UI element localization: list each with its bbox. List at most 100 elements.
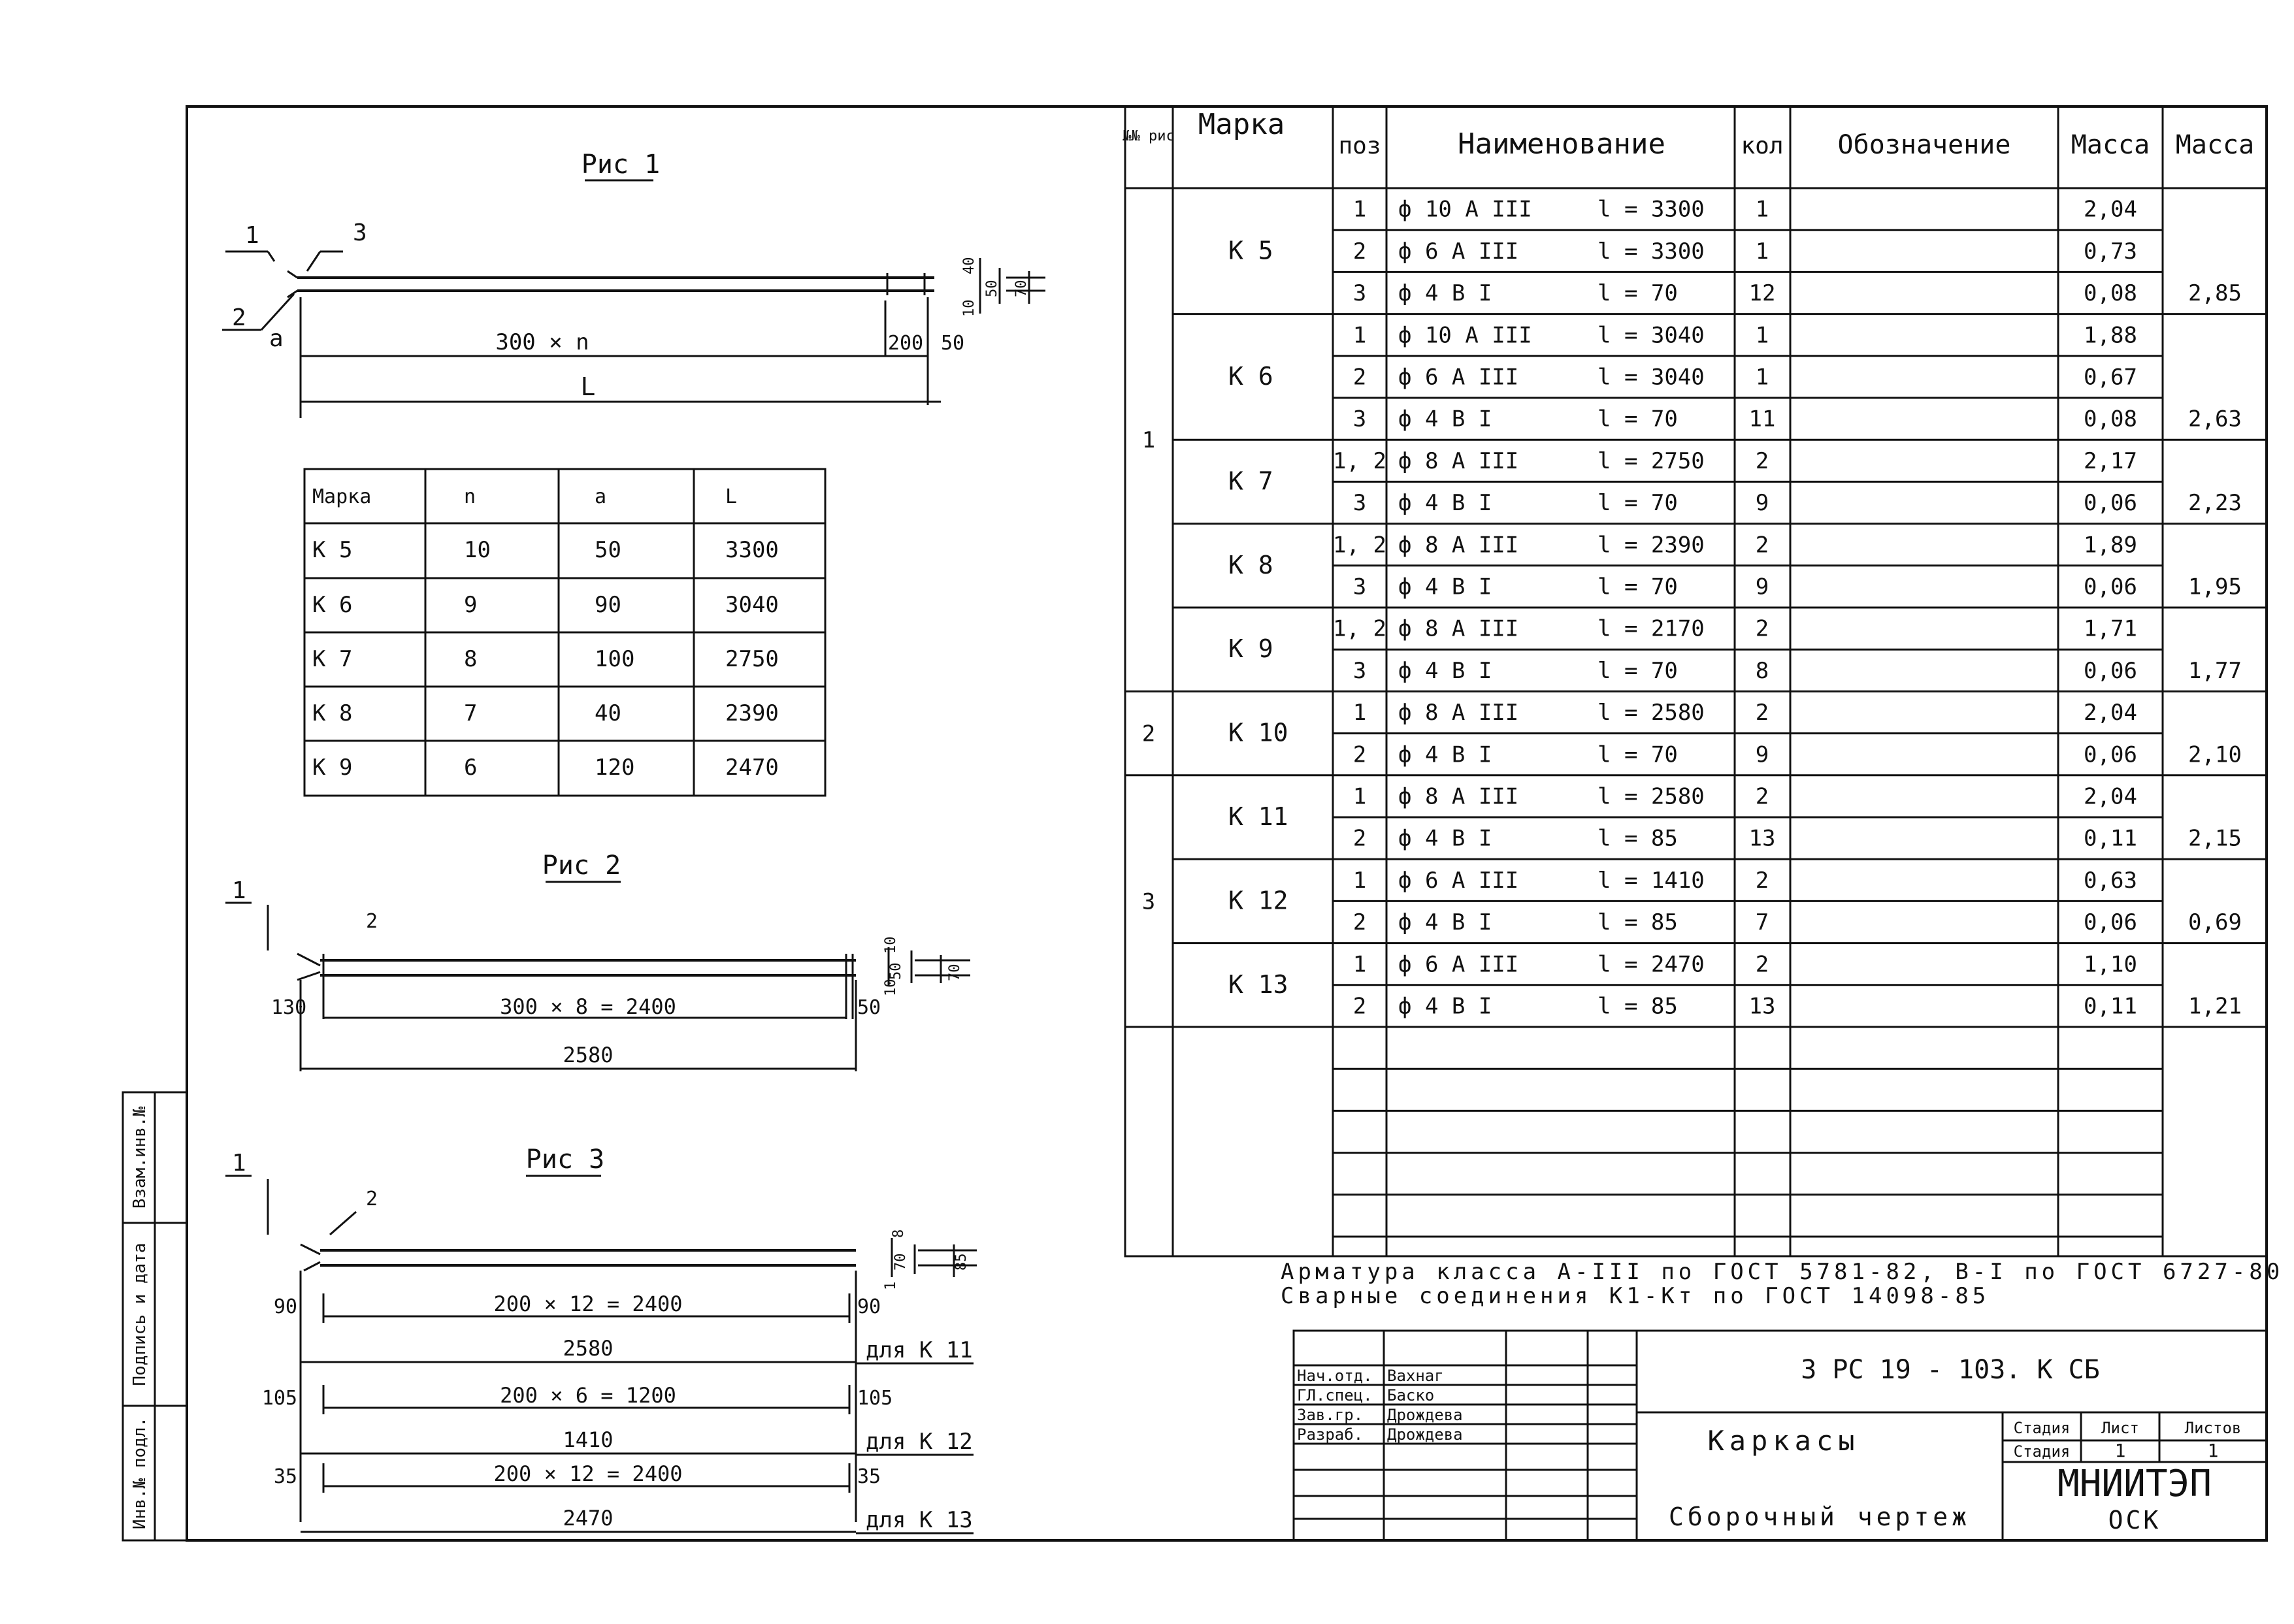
spec-pos: 2 — [1353, 364, 1366, 390]
spec-header-qty: кол — [1741, 133, 1783, 159]
spec-length: l = 2390 — [1598, 532, 1705, 558]
spec-mass: 1,88 — [2084, 322, 2137, 348]
spec-bar: ф 6 А III — [1398, 364, 1518, 390]
spec-length: l = 2750 — [1598, 448, 1705, 474]
spec-length: l = 2470 — [1598, 951, 1705, 977]
spec-mass: 2,04 — [2084, 700, 2137, 726]
spec-mass: 1,10 — [2084, 951, 2137, 977]
spec-group-mass: 2,63 — [2188, 406, 2242, 432]
tb-sheet: 1 — [2115, 1440, 2126, 1461]
spec-qty: 13 — [1749, 826, 1776, 852]
spec-figure-number: 2 — [1142, 721, 1155, 747]
fig3-title: Рис 3 — [526, 1145, 604, 1175]
spec-header-mass2: Масса — [2176, 130, 2254, 160]
spec-header-mass1: Масса — [2071, 130, 2150, 160]
mark-table-cell: 50 — [595, 537, 621, 563]
tb-name: Вахнаг — [1387, 1367, 1444, 1385]
spec-group-mass: 1,77 — [2188, 658, 2242, 684]
title-block: Нач.отд.ВахнагГЛ.спец.БаскоЗав.гр.Дрожде… — [1292, 1329, 2268, 1542]
mark-table-cell: К 5 — [312, 537, 352, 563]
spec-bar: ф 4 В I — [1398, 490, 1492, 516]
spec-bar: ф 4 В I — [1398, 574, 1492, 600]
spec-group-mass: 1,21 — [2188, 993, 2242, 1019]
figure-2: Рис 2 1 2 130 300 × 8 = 2400 50 2580 10 … — [225, 851, 970, 1071]
tb-org-line2: ОСК — [2108, 1506, 2161, 1535]
spec-bar: ф 4 В I — [1398, 909, 1492, 935]
spec-length: l = 70 — [1598, 490, 1678, 516]
spec-qty: 2 — [1756, 951, 1769, 977]
fig1-side-50: 50 — [984, 280, 1000, 298]
fig3-dim-right: 35 — [857, 1465, 881, 1488]
spec-pos: 2 — [1353, 741, 1366, 768]
spec-length: l = 70 — [1598, 280, 1678, 306]
mark-table-cell: 6 — [464, 755, 477, 781]
spec-mark: К 12 — [1228, 886, 1288, 915]
spec-header-fig: №№ рис — [1122, 128, 1174, 144]
spec-bar: ф 4 В I — [1398, 658, 1492, 684]
fig1-side-40: 40 — [961, 257, 977, 275]
tb-code: 3 РС 19 - 103. К СБ — [1801, 1355, 2100, 1385]
spec-pos: 1 — [1353, 951, 1366, 977]
tb-title: Каркасы — [1707, 1425, 1860, 1457]
fig3-dim-span: 200 × 12 = 2400 — [494, 1461, 683, 1486]
spec-pos: 1, 2 — [1333, 448, 1386, 474]
tb-name: Дрождева — [1387, 1406, 1463, 1424]
figure-1: Рис 1 1 2 3 a 300 × n 200 50 L — [222, 150, 1045, 418]
spec-length: l = 85 — [1598, 909, 1678, 935]
spec-qty: 9 — [1756, 574, 1769, 600]
spec-qty: 2 — [1756, 783, 1769, 809]
spec-mass: 0,06 — [2084, 741, 2137, 768]
spec-length: l = 70 — [1598, 574, 1678, 600]
sheet-frame — [186, 105, 2268, 1542]
mark-table-cell: 2470 — [725, 755, 779, 781]
tb-stage-label: Стадия — [2014, 1419, 2071, 1437]
spec-pos: 3 — [1353, 280, 1366, 306]
spec-pos: 3 — [1353, 574, 1366, 600]
spec-bar: ф 8 А III — [1398, 448, 1518, 474]
spec-bar: ф 4 В I — [1398, 826, 1492, 852]
fig3-side-a: 8 — [891, 1229, 907, 1238]
fig2-side-d: 70 — [947, 964, 963, 982]
mark-table-header: L — [725, 485, 737, 508]
fig2-side-c: 10 — [883, 979, 899, 997]
fig3-leader-2: 2 — [366, 1188, 378, 1210]
note-line-2: Сварные соединения К1-Кт по ГОСТ 14098-8… — [1281, 1283, 1990, 1309]
mark-table-cell: 7 — [464, 700, 477, 726]
fig1-leader-3: 3 — [353, 219, 367, 246]
mark-table-cell: 100 — [595, 646, 634, 672]
mark-table-header: Марка — [312, 485, 371, 508]
fig2-dim-total: 2580 — [563, 1043, 613, 1067]
fig3-dim-left: 35 — [274, 1465, 297, 1488]
spec-length: l = 1410 — [1598, 868, 1705, 894]
tb-subtitle: Сборочный чертеж — [1669, 1502, 1971, 1531]
spec-mass: 0,08 — [2084, 280, 2137, 306]
fig3-dim-left: 90 — [274, 1295, 297, 1318]
spec-header-designation: Обозначение — [1838, 130, 2011, 160]
side-stamp: Инв.№ подл. Подпись и дата Взам.инв.№ — [122, 1091, 188, 1542]
fig2-side-a: 10 — [883, 937, 899, 954]
spec-bar: ф 10 А III — [1398, 197, 1532, 223]
spec-pos: 1, 2 — [1333, 532, 1386, 558]
spec-pos: 1 — [1353, 868, 1366, 894]
spec-mass: 2,17 — [2084, 448, 2137, 474]
fig3-dim-left: 105 — [262, 1387, 297, 1410]
spec-mass: 0,73 — [2084, 238, 2137, 265]
side-stamp-signature: Подпись и дата — [130, 1242, 150, 1386]
spec-qty: 2 — [1756, 700, 1769, 726]
fig3-dim-right: 90 — [857, 1295, 881, 1318]
spec-mass: 0,06 — [2084, 490, 2137, 516]
spec-mass: 1,89 — [2084, 532, 2137, 558]
spec-length: l = 3040 — [1598, 364, 1705, 390]
fig1-side-70: 70 — [1013, 280, 1030, 298]
spec-pos: 3 — [1353, 406, 1366, 432]
spec-qty: 12 — [1749, 280, 1776, 306]
spec-length: l = 85 — [1598, 826, 1678, 852]
spec-qty: 9 — [1756, 490, 1769, 516]
fig3-leader-1: 1 — [232, 1150, 246, 1177]
spec-pos: 3 — [1353, 658, 1366, 684]
spec-header-mark: Марка — [1198, 108, 1285, 141]
tb-role: Нач.отд. — [1297, 1367, 1373, 1385]
spec-bar: ф 6 А III — [1398, 238, 1518, 265]
fig2-leader-1: 1 — [232, 877, 246, 904]
spec-pos: 1 — [1353, 700, 1366, 726]
